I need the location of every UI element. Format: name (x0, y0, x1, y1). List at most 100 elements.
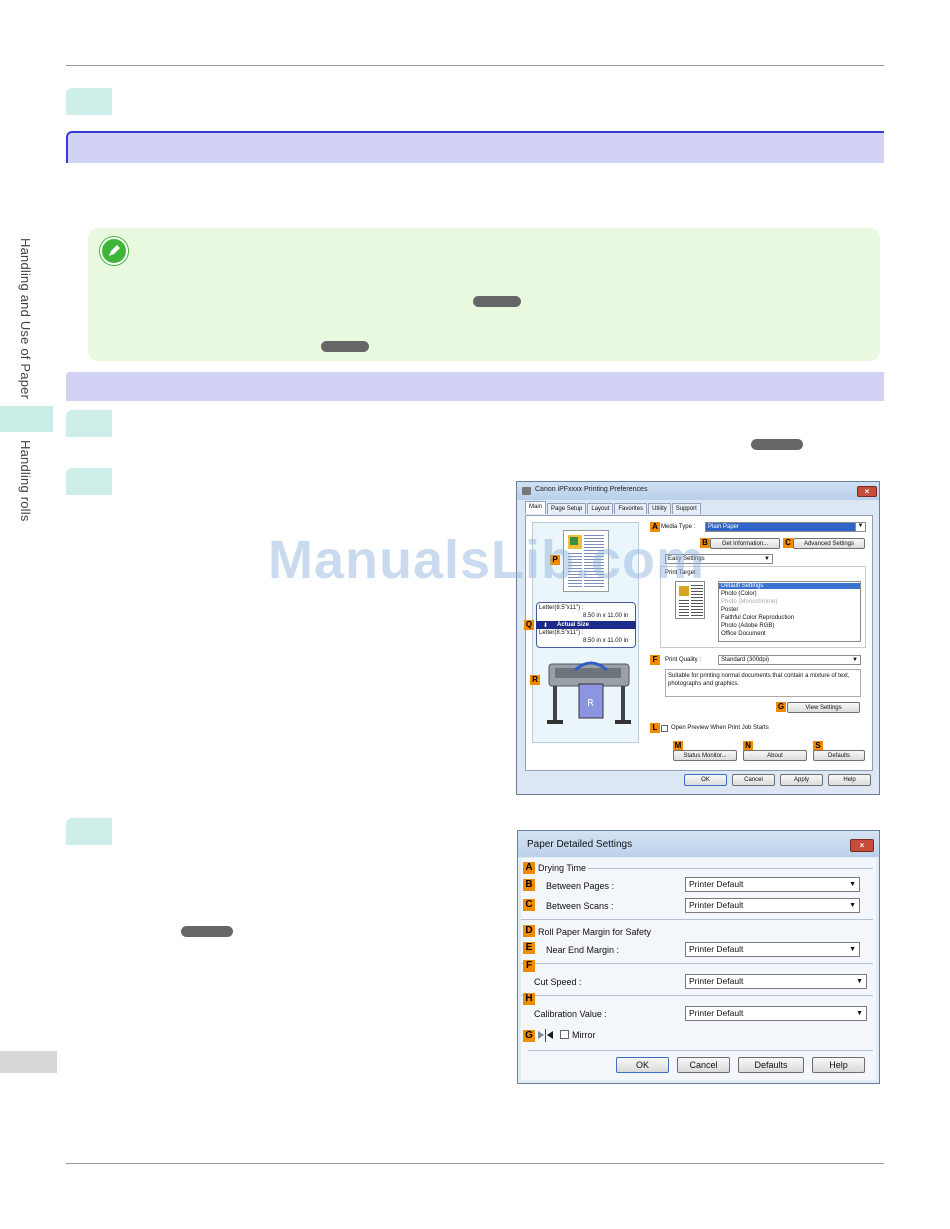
step-tab-2 (66, 410, 112, 437)
badge-l: L (650, 723, 660, 733)
print-target-label: Print Target : (665, 570, 699, 576)
easy-settings-select[interactable]: Easy Settings▼ (665, 554, 773, 564)
badge-a: A (650, 522, 660, 532)
badge-b: B (523, 879, 535, 891)
note-box (88, 228, 880, 361)
separator (521, 919, 873, 920)
badge-q: Q (524, 620, 534, 630)
drying-time-label: Drying Time (538, 863, 587, 873)
chevron-down-icon[interactable]: ▼ (855, 522, 866, 532)
tab-strip: Main Page Setup Layout Favorites Utility… (525, 501, 702, 515)
about-button[interactable]: About (743, 750, 807, 761)
between-pages-label: Between Pages : (546, 881, 615, 891)
print-quality-select[interactable]: Standard (300dpi)▼ (718, 655, 861, 665)
near-end-margin-value: Printer Default (689, 944, 744, 954)
between-scans-value: Printer Default (689, 900, 744, 910)
badge-g: G (523, 1030, 535, 1042)
pencil-note-icon (100, 237, 128, 265)
badge-a: A (523, 862, 535, 874)
watermark-text: ManualsLib.com (268, 530, 706, 590)
badge-c: C (783, 538, 793, 548)
tab-utility[interactable]: Utility (648, 503, 671, 514)
print-target-item[interactable]: Faithful Color Reproduction (721, 615, 795, 621)
tab-layout[interactable]: Layout (587, 503, 614, 514)
paper-info-line1: Letter(8.5"x11") : (539, 605, 584, 611)
apply-button[interactable]: Apply (780, 774, 823, 786)
page-preview (563, 530, 609, 592)
near-end-margin-select[interactable]: Printer Default▼ (685, 942, 860, 957)
separator (528, 1050, 873, 1051)
print-target-item[interactable]: Photo (Adobe RGB) (721, 623, 775, 629)
tab-page-setup[interactable]: Page Setup (547, 503, 587, 514)
badge-g: G (776, 702, 786, 712)
print-target-item[interactable]: Photo (Monochrome) (721, 599, 778, 605)
print-quality-value: Standard (300dpi) (721, 657, 770, 663)
ok-button[interactable]: OK (616, 1057, 669, 1073)
badge-h: H (523, 993, 535, 1005)
description-box (665, 669, 861, 697)
media-type-select[interactable]: Plain Paper (705, 522, 866, 532)
cancel-button[interactable]: Cancel (732, 774, 775, 786)
defaults-button[interactable]: Defaults (813, 750, 865, 761)
status-monitor-button[interactable]: Status Monitor... (673, 750, 737, 761)
step-tab-1 (66, 88, 112, 115)
mirror-preview-icon (536, 1027, 554, 1043)
get-information-button[interactable]: Get Information... (710, 538, 780, 549)
sidebar-section-label: Handling and Use of Paper (18, 238, 33, 400)
header-rule (66, 65, 884, 66)
cut-speed-select[interactable]: Printer Default▼ (685, 974, 867, 989)
easy-settings-value: Easy Settings (668, 556, 705, 562)
help-button[interactable]: Help (812, 1057, 865, 1073)
print-target-item[interactable]: Default Settings (719, 583, 860, 589)
badge-c: C (523, 899, 535, 911)
between-scans-select[interactable]: Printer Default▼ (685, 898, 860, 913)
badge-s: S (813, 741, 823, 751)
description-text: Suitable for printing normal documents t… (668, 673, 850, 687)
print-target-item[interactable]: Photo (Color) (721, 591, 757, 597)
settings-panel (521, 858, 876, 1080)
badge-p: P (550, 555, 560, 565)
print-target-item[interactable]: Poster (721, 607, 739, 613)
cancel-button[interactable]: Cancel (677, 1057, 730, 1073)
badge-n: N (743, 741, 753, 751)
print-target-list[interactable]: Default Settings Photo (Color) Photo (Mo… (718, 581, 861, 642)
between-pages-select[interactable]: Printer Default▼ (685, 877, 860, 892)
down-arrow-icon: ⬇ (543, 623, 549, 629)
print-target-item[interactable]: Office Document (721, 631, 766, 637)
close-icon[interactable]: × (850, 839, 874, 852)
badge-f: F (650, 655, 660, 665)
separator (521, 995, 873, 996)
reference-link[interactable] (321, 341, 369, 352)
tab-favorites[interactable]: Favorites (614, 503, 648, 514)
near-end-margin-label: Near End Margin : (546, 945, 620, 955)
defaults-button[interactable]: Defaults (738, 1057, 804, 1073)
mirror-checkbox[interactable] (560, 1030, 569, 1039)
cut-speed-label: Cut Speed : (534, 977, 582, 987)
open-preview-checkbox[interactable] (661, 725, 668, 732)
print-target-thumbnail (675, 581, 705, 619)
reference-link[interactable] (473, 296, 521, 307)
ok-button[interactable]: OK (684, 774, 727, 786)
printing-preferences-dialog: Canon iPFxxxx Printing Preferences × Mai… (516, 481, 880, 795)
tab-support[interactable]: Support (671, 503, 701, 514)
open-preview-label: Open Preview When Print Job Starts (671, 725, 769, 731)
close-icon[interactable]: × (857, 486, 877, 497)
calibration-value-value: Printer Default (689, 1008, 744, 1018)
dialog-title: Paper Detailed Settings (518, 831, 879, 857)
subsection-heading-band (66, 372, 884, 401)
between-scans-label: Between Scans : (546, 901, 614, 911)
view-settings-button[interactable]: View Settings (787, 702, 860, 713)
actual-size-label: Actual Size (557, 622, 590, 628)
media-type-label: Media Type : (661, 524, 696, 530)
calibration-value-label: Calibration Value : (534, 1009, 607, 1019)
badge-b: B (700, 538, 710, 548)
reference-link[interactable] (751, 439, 803, 450)
advanced-settings-button[interactable]: Advanced Settings (793, 538, 865, 549)
step-tab-3 (66, 468, 112, 495)
media-type-value: Plain Paper (708, 524, 740, 530)
help-button[interactable]: Help (828, 774, 871, 786)
reference-link[interactable] (181, 926, 233, 937)
tab-main[interactable]: Main (525, 501, 547, 514)
paper-info-size1: 8.50 in x 11.00 in (583, 613, 629, 619)
calibration-value-select[interactable]: Printer Default▼ (685, 1006, 867, 1021)
